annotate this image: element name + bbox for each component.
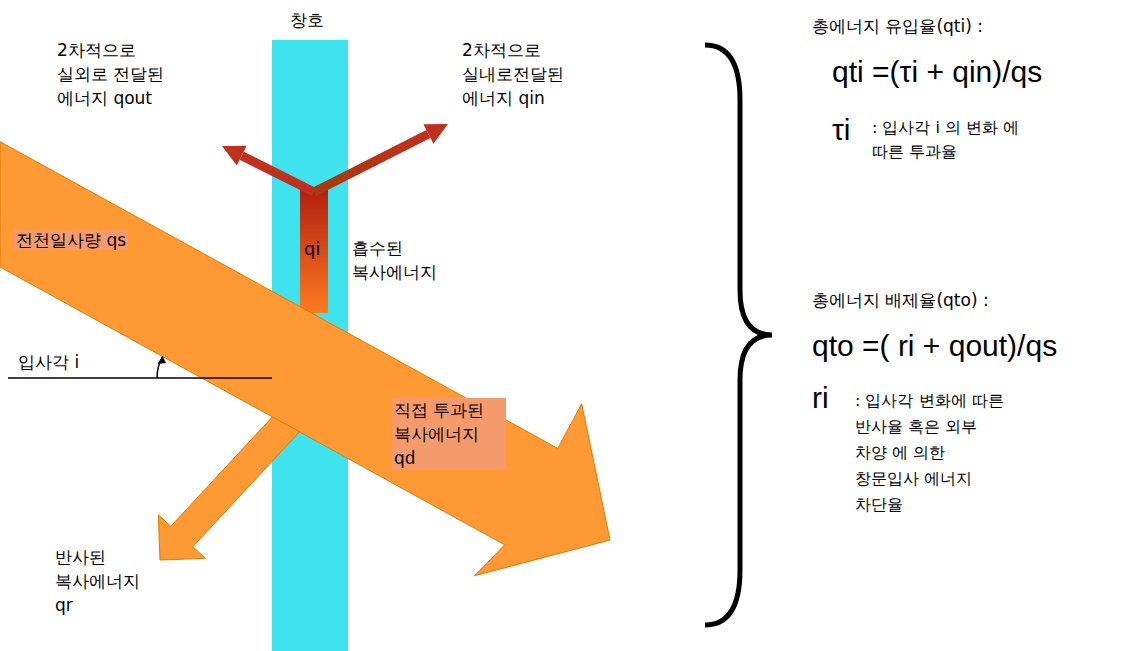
outward-arrow-head <box>222 146 247 166</box>
solar-label: 전천일사량 qs <box>14 230 128 250</box>
rejection-formula: qto =( ri + qout)/qs <box>812 328 1057 364</box>
brace <box>705 45 772 625</box>
angle-label: 입사각 i <box>18 352 79 372</box>
inward-arrow-head <box>423 124 448 144</box>
absorbed-bar <box>300 188 328 313</box>
inward-energy-label: 2차적으로 실내로전달된 에너지 qin <box>462 38 592 110</box>
outward-energy-label: 2차적으로 실외로 전달된 에너지 qout <box>57 38 187 110</box>
inflow-heading: 총에너지 유입율(qti) : <box>812 16 983 36</box>
absorbed-label: 흡수된 복사에너지 <box>352 236 452 284</box>
tau-symbol: τi <box>832 112 851 148</box>
r-symbol: ri <box>812 380 829 416</box>
r-note: : 입사각 변화에 따른 반사율 혹은 외부 차양 에 의한 창문입사 에너지 … <box>855 388 1005 518</box>
inflow-formula: qti =(τi + qin)/qs <box>832 54 1042 90</box>
tau-note: : 입사각 i 의 변화 에 따른 투과율 <box>872 116 1022 164</box>
angle-arc-head <box>158 356 167 364</box>
transmitted-label: 직접 투과된 복사에너지 qd <box>392 398 506 470</box>
solar-arrow <box>0 142 610 576</box>
window-label: 창호 <box>290 10 324 30</box>
absorbed-symbol: qi <box>304 238 320 260</box>
horizontal-line <box>8 377 272 379</box>
outward-arrow-shaft <box>242 156 314 192</box>
reflected-arrow <box>158 410 301 560</box>
rejection-heading: 총에너지 배제율(qto) : <box>812 290 989 310</box>
inward-arrow-shaft <box>314 134 428 192</box>
reflected-label: 반사된 복사에너지 qr <box>55 545 155 617</box>
